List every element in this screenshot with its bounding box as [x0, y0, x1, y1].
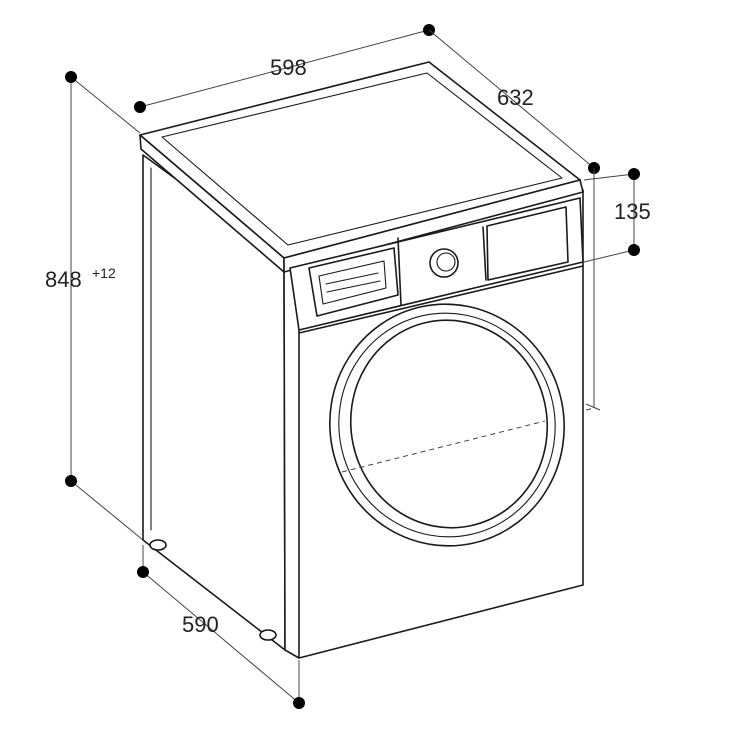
width-dim-start-dot [134, 101, 146, 113]
depth-top-label: 632 [497, 85, 534, 110]
panel-top-dot [628, 168, 640, 180]
door-ring-inner-edge [338, 312, 556, 538]
foot-rear-left [149, 539, 167, 551]
detergent-drawer-window [318, 260, 387, 305]
foot-front-left [259, 629, 277, 641]
height-label: 848 [45, 267, 82, 292]
width-dimension-line [139, 29, 430, 108]
door-glass [349, 319, 549, 529]
detergent-drawer [308, 247, 399, 317]
display-panel [486, 206, 569, 281]
height-top-extension [70, 76, 141, 134]
depth-bottom-end-dot [293, 697, 305, 709]
depth-bottom-start-dot [137, 566, 149, 578]
height-top-dot [65, 71, 77, 83]
drum-axis-through-door [341, 420, 546, 473]
panel-height-label: 135 [614, 199, 651, 224]
drawer-handle-line-1 [325, 272, 379, 285]
panel-bottom-extension [583, 249, 635, 263]
top-lid-edge-front [283, 179, 584, 273]
panel-bottom-dot [628, 244, 640, 256]
width-label: 598 [270, 55, 307, 80]
panel-divider-1 [397, 237, 402, 306]
program-knob-inner [436, 252, 456, 272]
depth-bottom-label: 590 [182, 612, 219, 637]
control-panel-bottom-edge [298, 265, 584, 334]
rear-guide-tick [585, 403, 601, 411]
panel-top-extension [583, 173, 635, 181]
height-bottom-dot [65, 475, 77, 487]
height-bottom-extension [70, 480, 144, 541]
panel-divider-2 [482, 226, 487, 281]
depth-bottom-dimension-line [142, 571, 300, 704]
height-tolerance-label: +12 [92, 265, 116, 281]
depth-top-dimension-line [428, 29, 595, 169]
top-surface-inset [161, 72, 563, 246]
drawer-handle-line-2 [326, 280, 381, 293]
